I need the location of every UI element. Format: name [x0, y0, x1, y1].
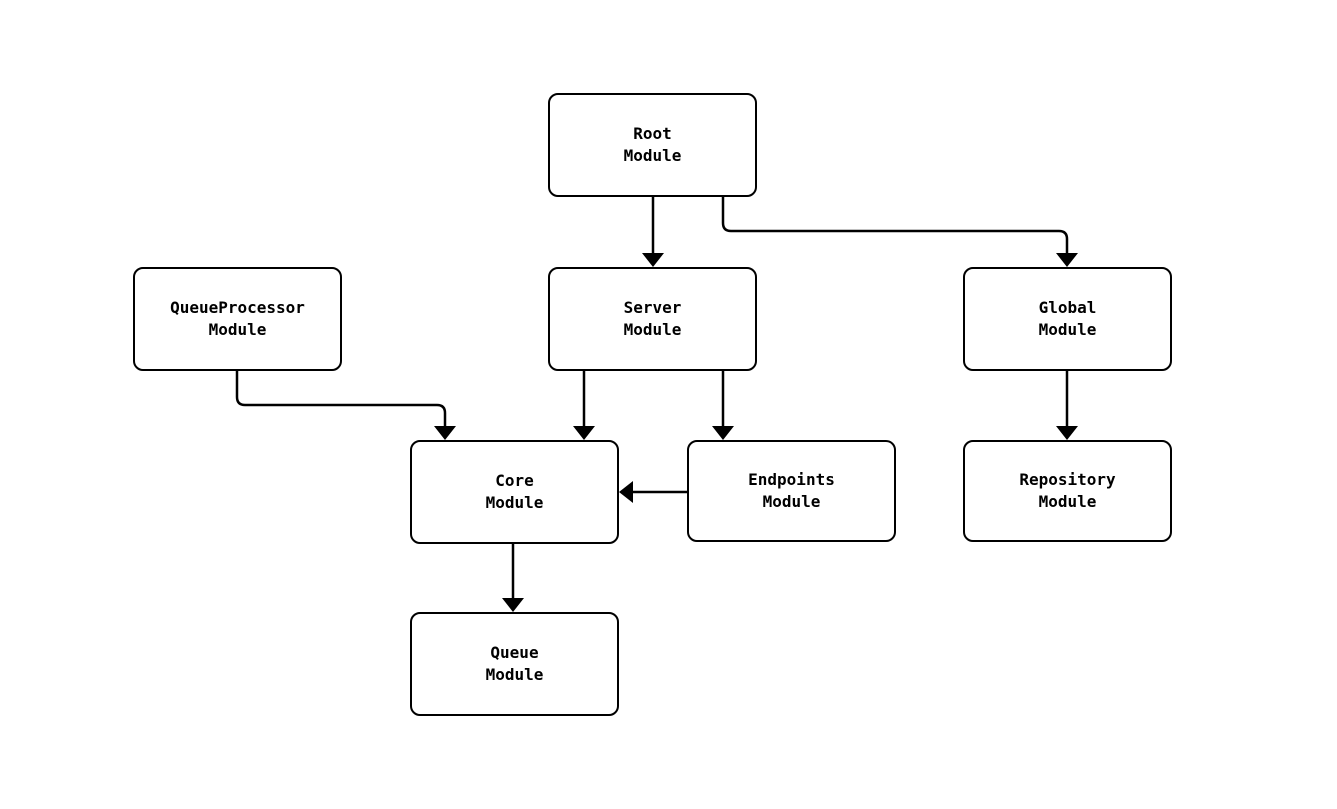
node-label-queue: Queue Module	[485, 643, 544, 684]
diagram-node-queueprocessor: QueueProcessor Module	[133, 267, 342, 371]
node-label-queueprocessor: QueueProcessor Module	[170, 298, 305, 339]
node-label-root: Root Module	[623, 124, 682, 165]
diagram-node-server: Server Module	[548, 267, 757, 371]
diagram-node-queue: Queue Module	[410, 612, 619, 716]
diagram-node-core: Core Module	[410, 440, 619, 544]
edge-queueprocessor-core	[235, 371, 456, 440]
node-label-core: Core Module	[485, 471, 544, 512]
edge-root-global	[721, 197, 1078, 267]
diagram-node-global: Global Module	[963, 267, 1172, 371]
node-label-server: Server Module	[623, 298, 682, 339]
diagram-node-root: Root Module	[548, 93, 757, 197]
node-label-endpoints: Endpoints Module	[748, 470, 835, 511]
node-label-repository: Repository Module	[1019, 470, 1116, 511]
diagram-node-repository: Repository Module	[963, 440, 1172, 542]
node-label-global: Global Module	[1038, 298, 1097, 339]
diagram-node-endpoints: Endpoints Module	[687, 440, 896, 542]
